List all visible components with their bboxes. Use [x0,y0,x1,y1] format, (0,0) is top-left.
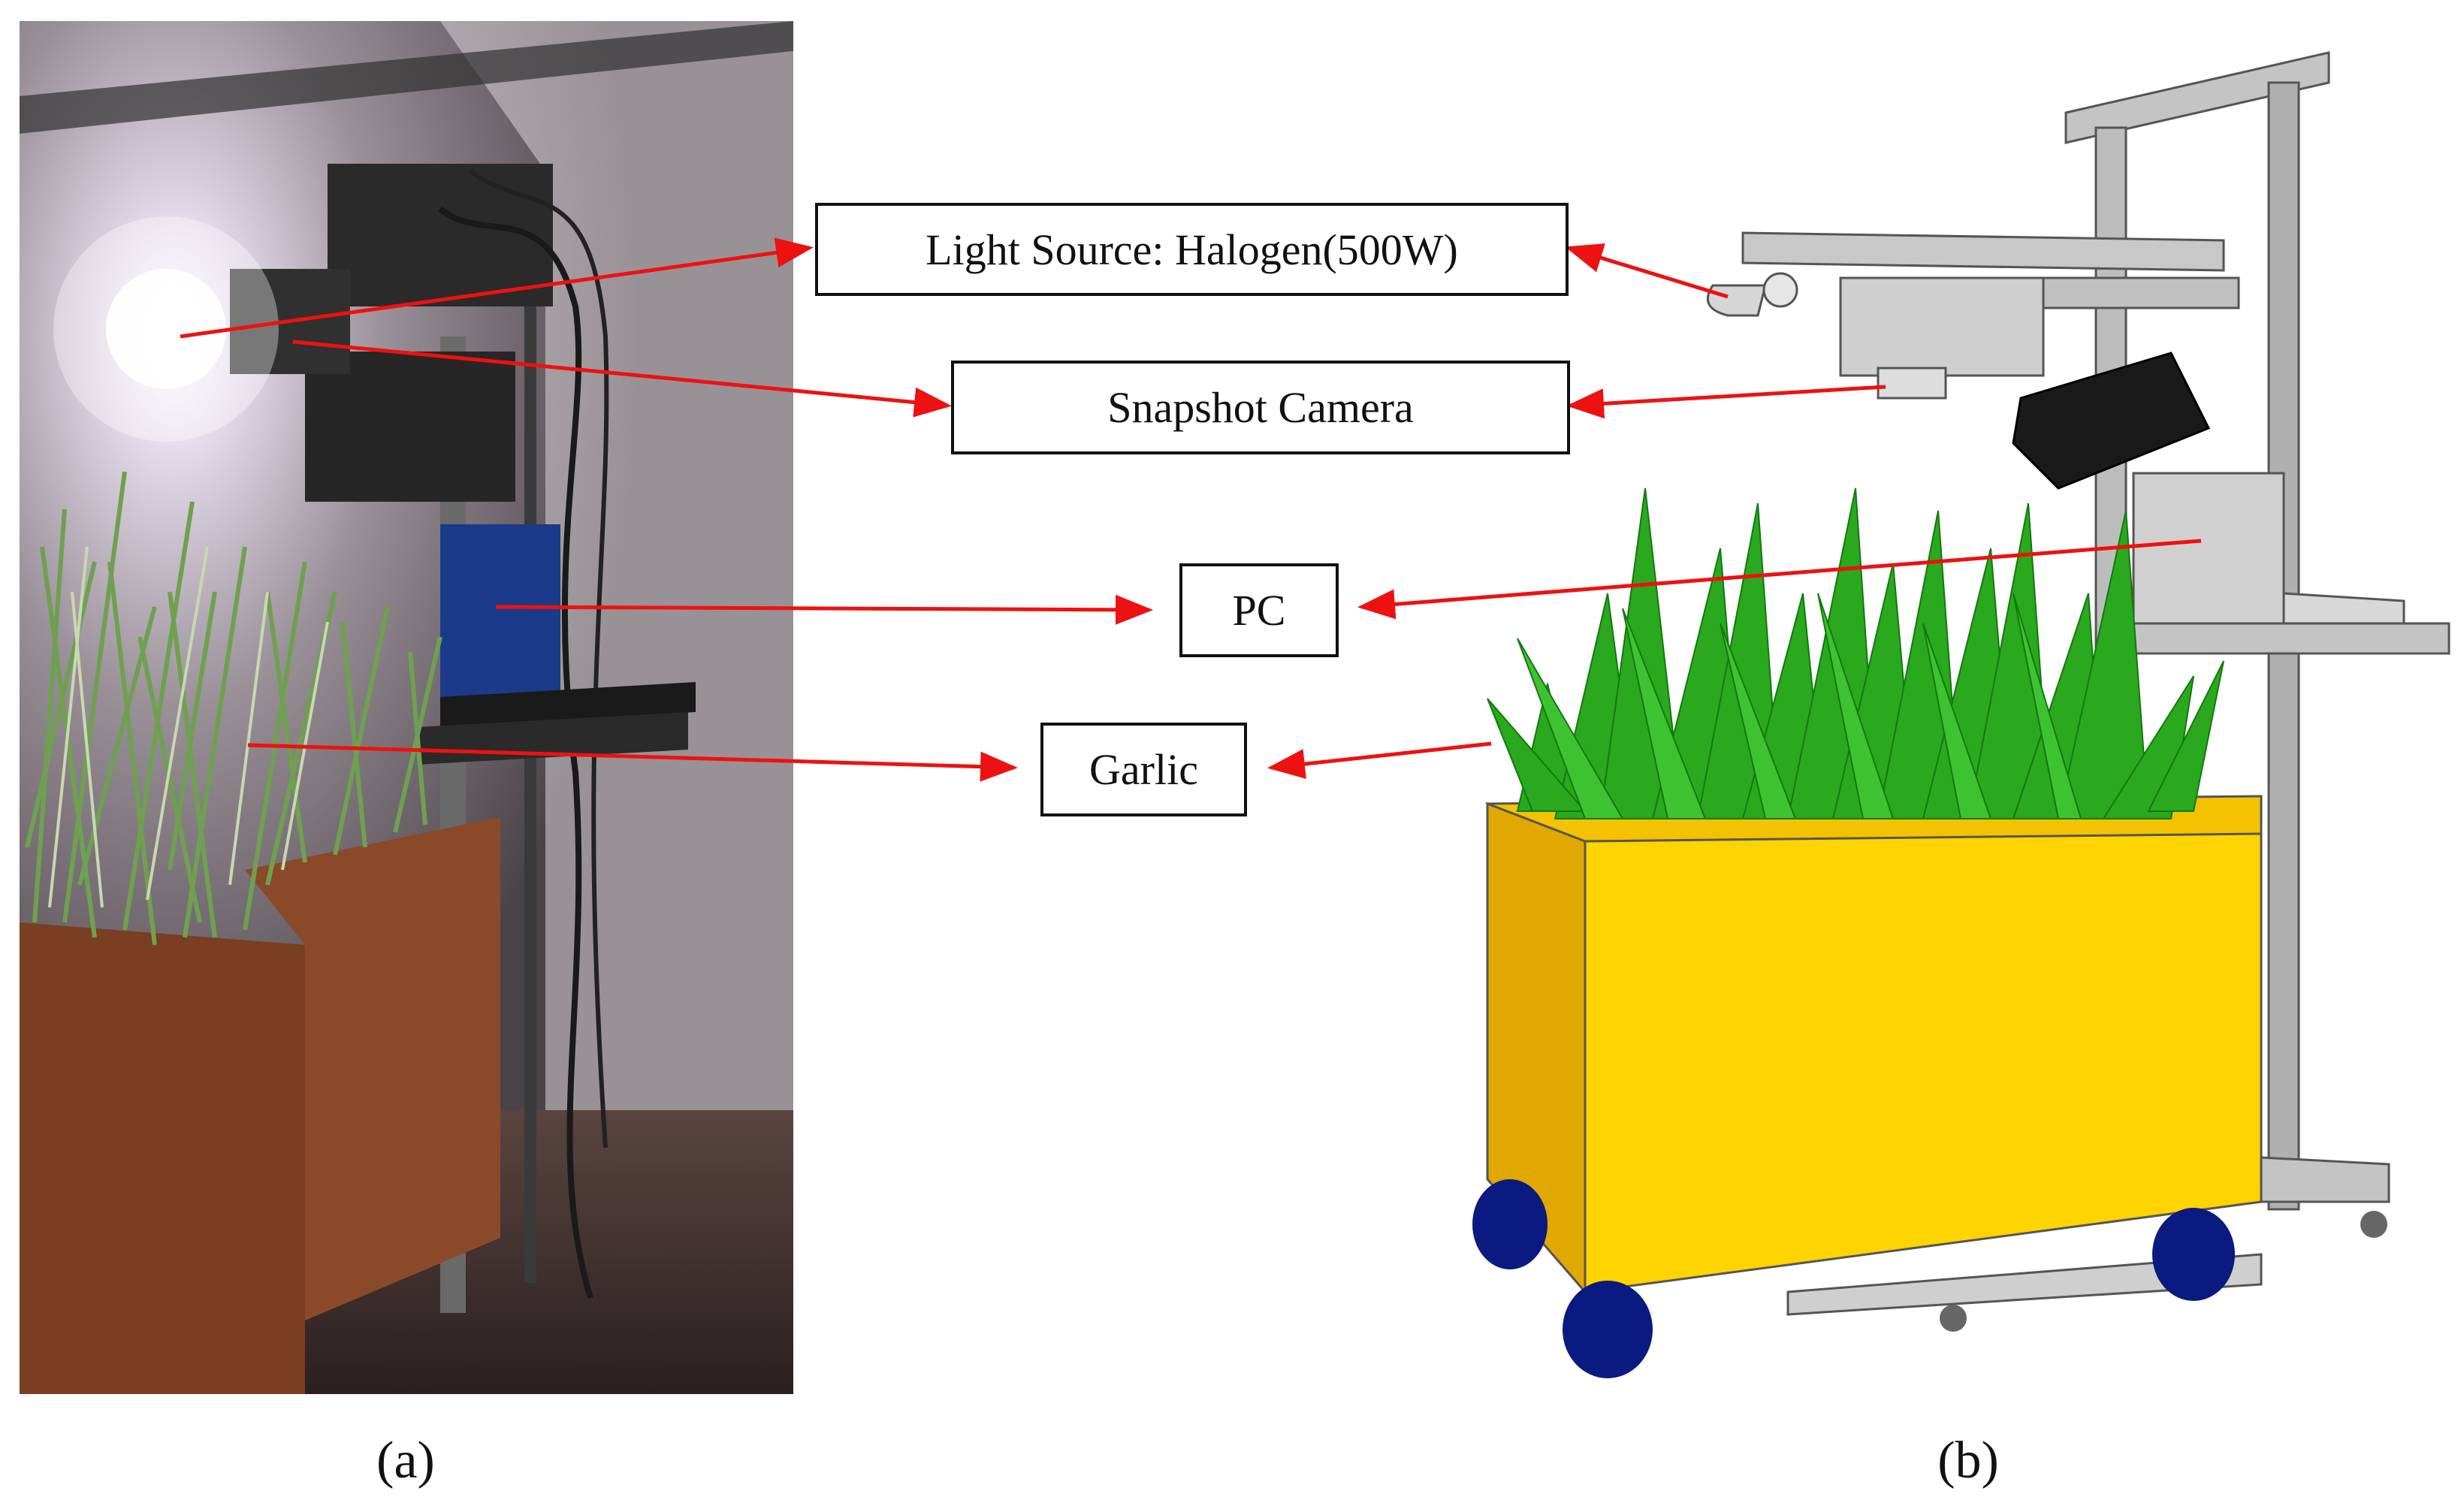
model-panel-b [1472,51,2450,1378]
garlic-leaves [25,471,442,946]
frame-arm [1741,231,2225,272]
arrow-light-right [1565,243,1729,299]
caption-b: (b) [1937,1432,1999,1489]
crate-back [245,817,500,1320]
arrow-garlic-left [247,743,1018,782]
arrow-camera-left [292,340,952,418]
frame-top [2064,51,2330,144]
wheel [1563,1281,1653,1378]
label-snapshot-camera: Snapshot Camera [951,361,1570,454]
arrow-pc-right [1357,539,2202,620]
crate-front [20,922,305,1394]
label-pc: PC [1179,563,1339,657]
arrow-camera-right [1566,385,1886,419]
label-garlic: Garlic [1040,723,1247,816]
camera-cluster [328,164,553,306]
arrow-pc-left [495,594,1153,625]
garlic-plants [1487,487,2224,819]
snapshot-camera-body [2012,352,2211,490]
wheel [2152,1208,2235,1301]
halogen-light [106,269,226,389]
arrow-light-left [180,237,814,339]
caption-a: (a) [376,1432,435,1489]
photo-panel-a [20,21,793,1394]
laptop-screen [440,524,560,697]
label-light-source: Light Source: Halogen(500W) [815,203,1569,296]
pc-screen [2132,472,2285,625]
arrow-garlic-right [1267,741,1492,779]
planter-front [1584,832,2263,1293]
camera-box [1839,276,2045,377]
wheel [1472,1179,1548,1269]
